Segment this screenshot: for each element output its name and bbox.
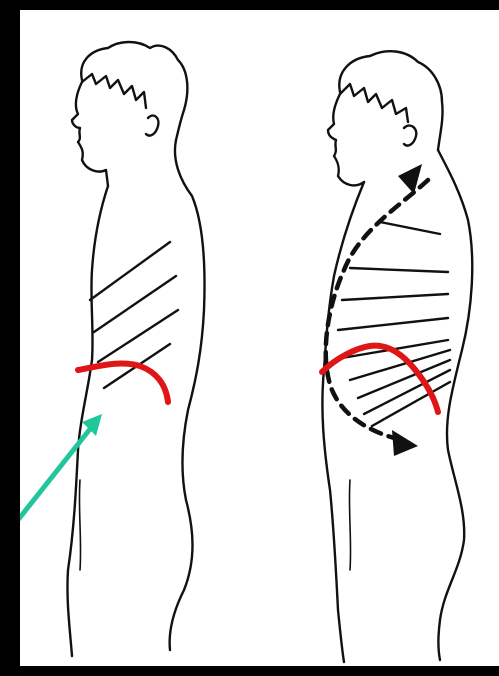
left-rib-line (90, 242, 170, 300)
left-arm-hint (79, 480, 80, 570)
right-ear (404, 126, 416, 146)
left-ear (146, 116, 158, 136)
left-posture-figure (67, 42, 204, 656)
right-rib-line (350, 268, 448, 272)
teal-pointer-arrow-icon (20, 414, 102, 530)
left-back-line (170, 140, 205, 650)
left-rib-line (94, 276, 176, 332)
figure-panel (20, 10, 499, 666)
right-arm-hint (349, 480, 350, 570)
left-red-curve (78, 363, 168, 402)
right-rib-line (338, 318, 448, 330)
right-back-line (438, 150, 472, 660)
left-rib-line (98, 310, 178, 362)
left-face-profile (72, 82, 108, 186)
posture-diagram (20, 10, 499, 666)
right-hair-fringe (340, 84, 408, 122)
right-rib-line (380, 222, 440, 234)
right-rib-line (342, 294, 448, 300)
right-face-profile (328, 94, 364, 185)
left-hair-fringe (82, 74, 146, 108)
right-red-curve (322, 346, 438, 412)
dashed-curve-arrow-icon (326, 164, 428, 456)
